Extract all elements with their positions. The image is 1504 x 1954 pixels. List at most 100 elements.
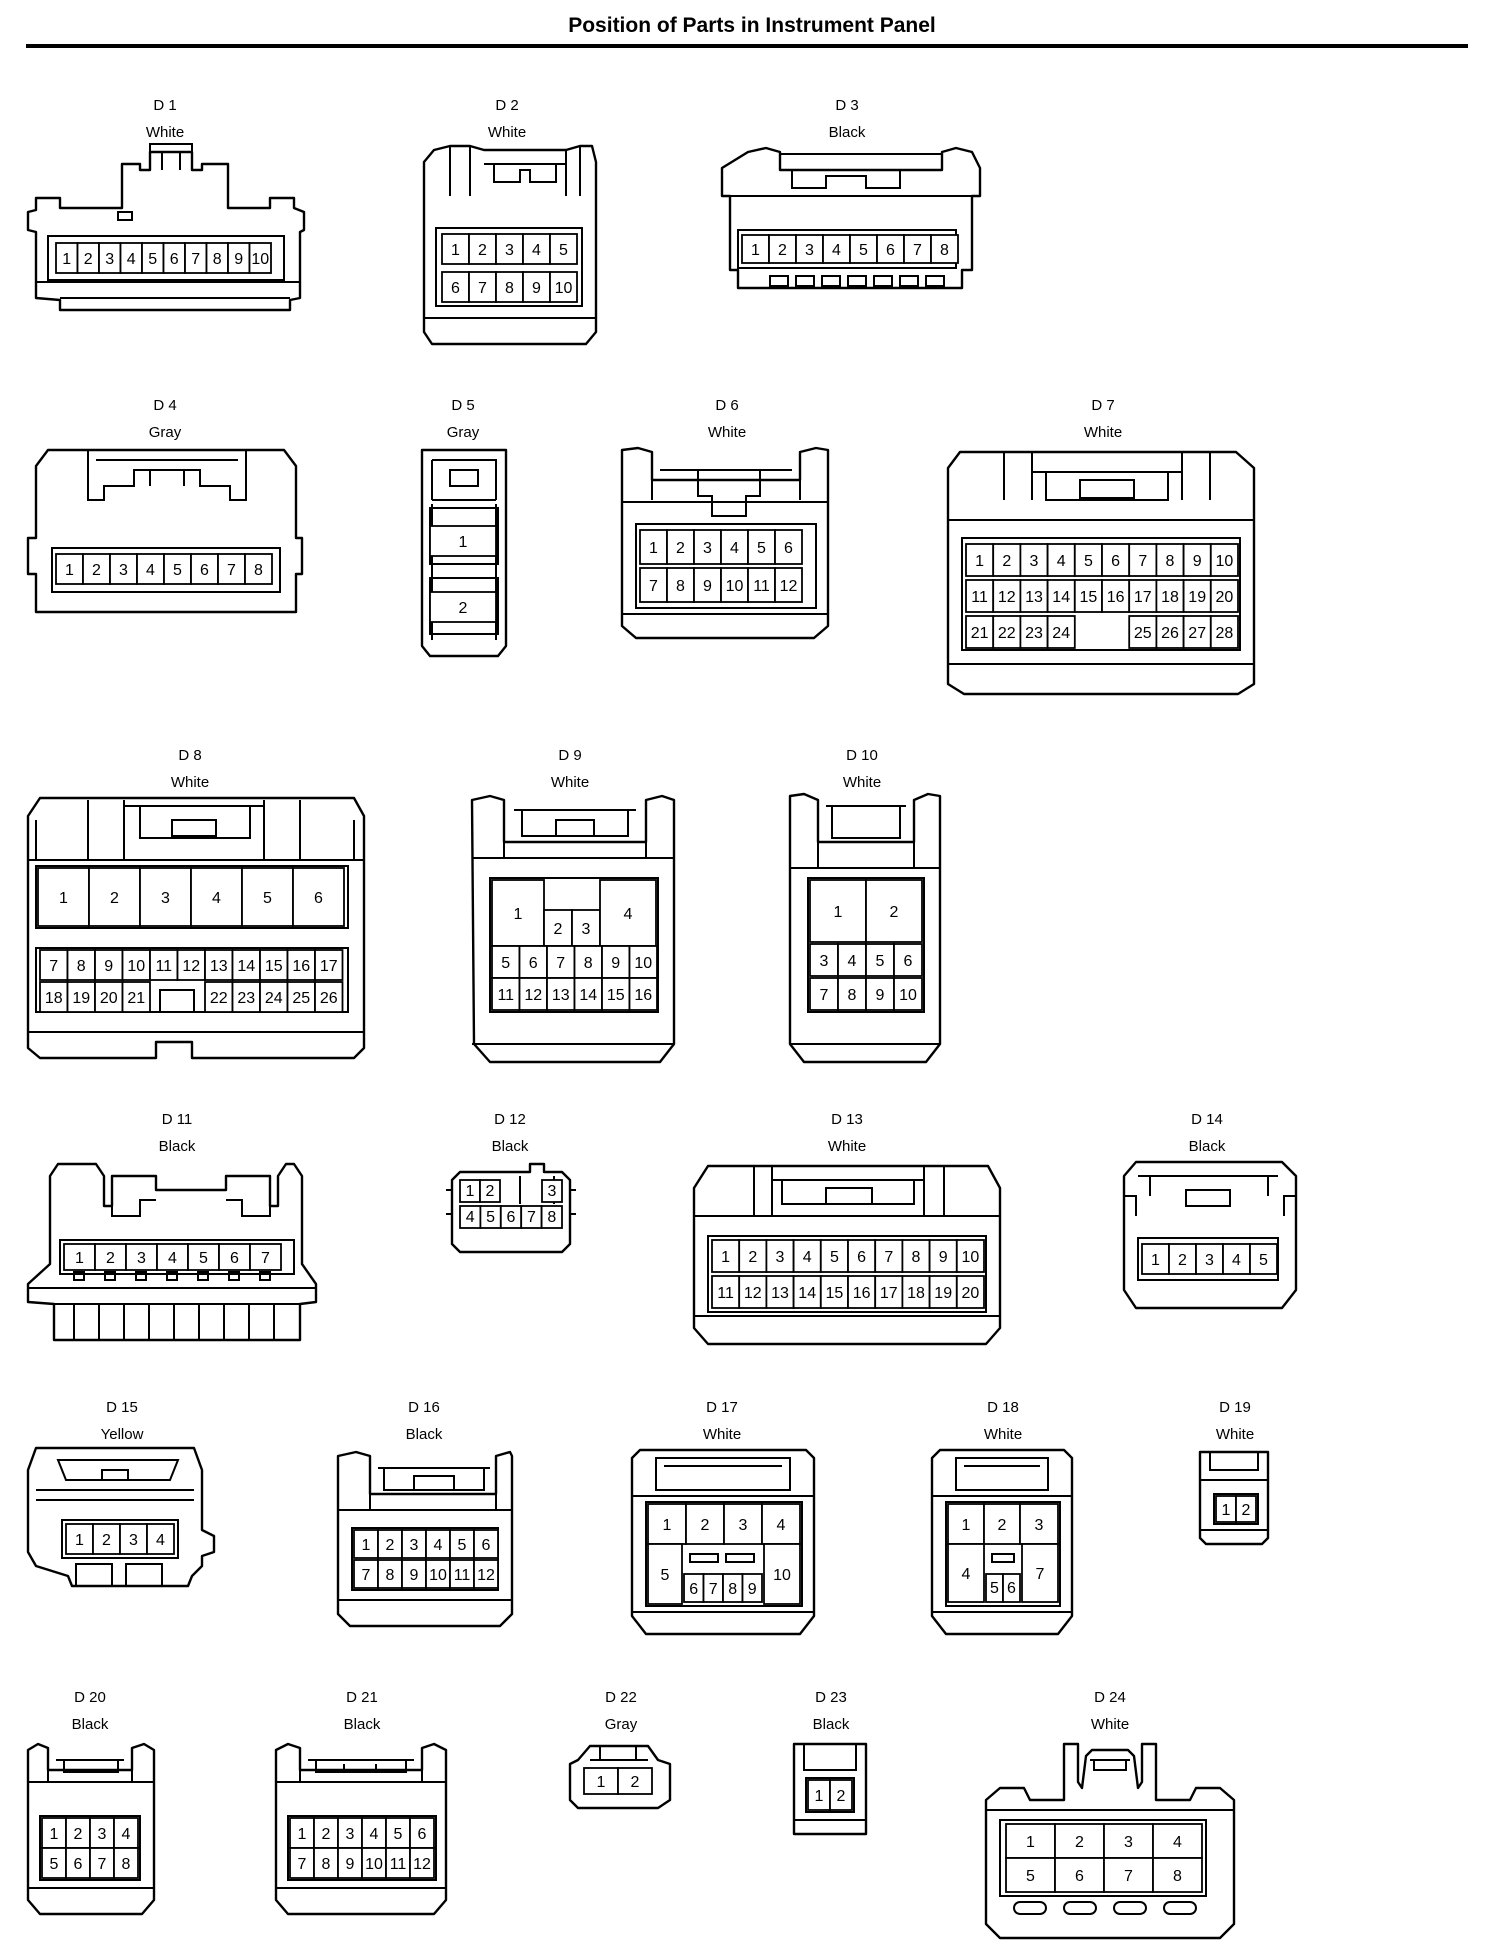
pin-number: 7 — [362, 1567, 371, 1584]
pin-number: 6 — [200, 562, 209, 579]
pin-number: 3 — [739, 1517, 748, 1534]
pin-cell — [795, 234, 824, 264]
connector-color: White — [1216, 1426, 1254, 1443]
pin-number: 15 — [1080, 589, 1098, 606]
pin-number: 6 — [1075, 1868, 1084, 1885]
pin-cavity — [807, 877, 925, 1013]
pin-cell — [248, 242, 272, 274]
housing-detail — [817, 805, 915, 868]
pin-number: 4 — [168, 1250, 177, 1267]
housing-detail — [36, 1489, 194, 1501]
connector-color: White — [703, 1426, 741, 1443]
pin-cell — [89, 1847, 115, 1879]
pin-number: 4 — [122, 1826, 131, 1843]
pin-number: 24 — [1052, 625, 1070, 642]
pin-number: 2 — [106, 1250, 115, 1267]
pin-number: 6 — [418, 1826, 427, 1843]
latch-slot — [259, 1271, 271, 1281]
pin-number: 4 — [962, 1566, 971, 1583]
pin-number: 4 — [212, 890, 221, 907]
pin-number: 6 — [482, 1537, 491, 1554]
connector-housing — [630, 1448, 816, 1636]
pin-cell — [549, 233, 578, 265]
pin-number: 8 — [547, 1209, 556, 1226]
connector-color: White — [1084, 424, 1122, 441]
pin-cell — [876, 234, 905, 264]
pin-cell — [204, 981, 234, 1013]
pin-number: 8 — [940, 242, 949, 259]
latch-slot — [73, 1271, 85, 1281]
pin-number: 5 — [148, 251, 157, 268]
pin-number: 4 — [1232, 1252, 1241, 1269]
connector-color: White — [551, 774, 589, 791]
pin-cell — [1103, 1857, 1154, 1893]
pin-number: 9 — [703, 578, 712, 595]
pin-number: 1 — [59, 890, 68, 907]
pin-number: 2 — [92, 562, 101, 579]
pin-number: 10 — [365, 1856, 383, 1873]
housing-detail — [149, 143, 193, 170]
pin-number: 4 — [1173, 1834, 1182, 1851]
pin-number: 7 — [191, 251, 200, 268]
pin-number: 3 — [1124, 1834, 1133, 1851]
connector-housing — [930, 1448, 1074, 1636]
pin-number: 6 — [1111, 553, 1120, 570]
connector-housing — [26, 448, 304, 614]
pin-number: 3 — [820, 953, 829, 970]
connector-id: D 4 — [153, 397, 176, 414]
pin-cavity — [61, 1519, 179, 1559]
pin-number: 5 — [859, 242, 868, 259]
pin-cavity — [707, 1235, 987, 1313]
pin-number: 17 — [880, 1285, 898, 1302]
pin-number: 11 — [155, 958, 172, 975]
pin-number: 14 — [579, 987, 597, 1004]
pin-cell — [540, 1205, 563, 1229]
pin-number: 12 — [413, 1856, 431, 1873]
pin-number: 2 — [322, 1826, 331, 1843]
pin-number: 15 — [265, 958, 283, 975]
pin-number: 4 — [370, 1826, 379, 1843]
connector-color: White — [146, 124, 184, 141]
pin-number: 9 — [410, 1567, 419, 1584]
pin-cell — [314, 949, 344, 981]
pin-cell — [829, 1779, 853, 1811]
pin-number: 7 — [98, 1856, 107, 1873]
pin-number: 2 — [386, 1537, 395, 1554]
pin-number: 14 — [798, 1285, 816, 1302]
pin-number: 9 — [939, 1249, 948, 1266]
housing-detail — [299, 1759, 423, 1782]
connector-id: D 11 — [162, 1111, 193, 1128]
pin-cavity — [961, 537, 1241, 651]
pin-number: 11 — [390, 1856, 407, 1873]
pin-number: 10 — [251, 251, 269, 268]
connector-id: D 23 — [815, 1689, 847, 1706]
pin-number: 2 — [1002, 553, 1011, 570]
housing-detail — [1090, 1759, 1130, 1771]
pin-cell — [473, 1529, 499, 1559]
pin-number: 1 — [649, 540, 658, 557]
pin-number: 3 — [805, 242, 814, 259]
pin-cell — [1005, 1823, 1056, 1859]
pin-cell — [583, 1767, 619, 1795]
housing-detail — [1200, 1452, 1268, 1531]
pin-number: 6 — [74, 1856, 83, 1873]
pin-number: 24 — [265, 990, 283, 1007]
pin-cell — [930, 234, 959, 264]
pin-number: 8 — [322, 1856, 331, 1873]
pin-cell — [377, 1559, 403, 1589]
pin-cell — [1019, 579, 1049, 613]
pin-cell — [599, 879, 657, 947]
pin-number: 8 — [1173, 1868, 1182, 1885]
latch-slot — [166, 1271, 178, 1281]
pin-number: 9 — [104, 958, 113, 975]
pin-cell — [819, 1275, 849, 1309]
pin-number: 8 — [676, 578, 685, 595]
connector-color: Black — [1189, 1138, 1226, 1155]
